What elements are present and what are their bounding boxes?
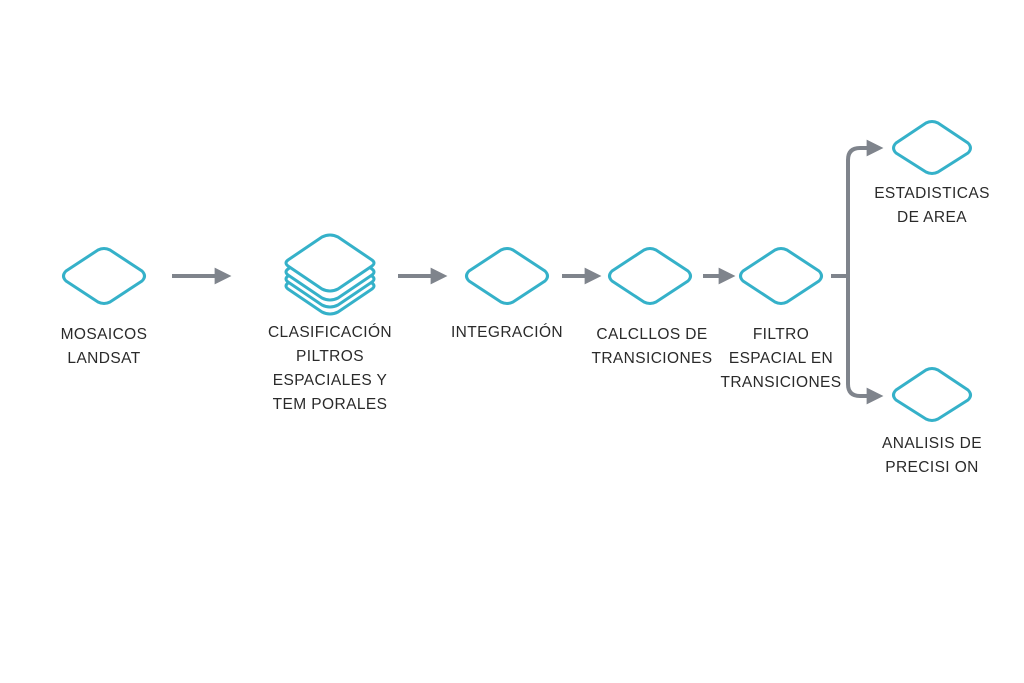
label-filtro: FILTRO ESPACIAL EN TRANSICIONES xyxy=(720,326,842,391)
label-mosaicos: MOSAICOS LANDSAT xyxy=(60,326,148,367)
label-integracion: INTEGRACIÓN xyxy=(450,324,564,341)
branch-arrow-down xyxy=(846,276,884,405)
label-clasificacion: CLASIFICACIÓN PILTROS ESPACIALES Y TEM P… xyxy=(267,324,393,413)
label-calculos: CALCLLOS DE TRANSICIONES xyxy=(591,326,713,367)
label-estadisticas: ESTADISTICAS DE AREA xyxy=(874,185,990,226)
diamond-icon xyxy=(892,120,972,175)
diamond-icon xyxy=(739,247,823,305)
diamond-icon xyxy=(892,367,972,422)
branch-arrow-up xyxy=(846,139,884,276)
diamond-icon xyxy=(465,247,549,305)
diamond-icon xyxy=(62,247,146,305)
diamond-icon xyxy=(608,247,692,305)
layer-stack-icon xyxy=(284,233,376,316)
label-analisis: ANALISIS DE PRECISI ON xyxy=(881,435,983,476)
